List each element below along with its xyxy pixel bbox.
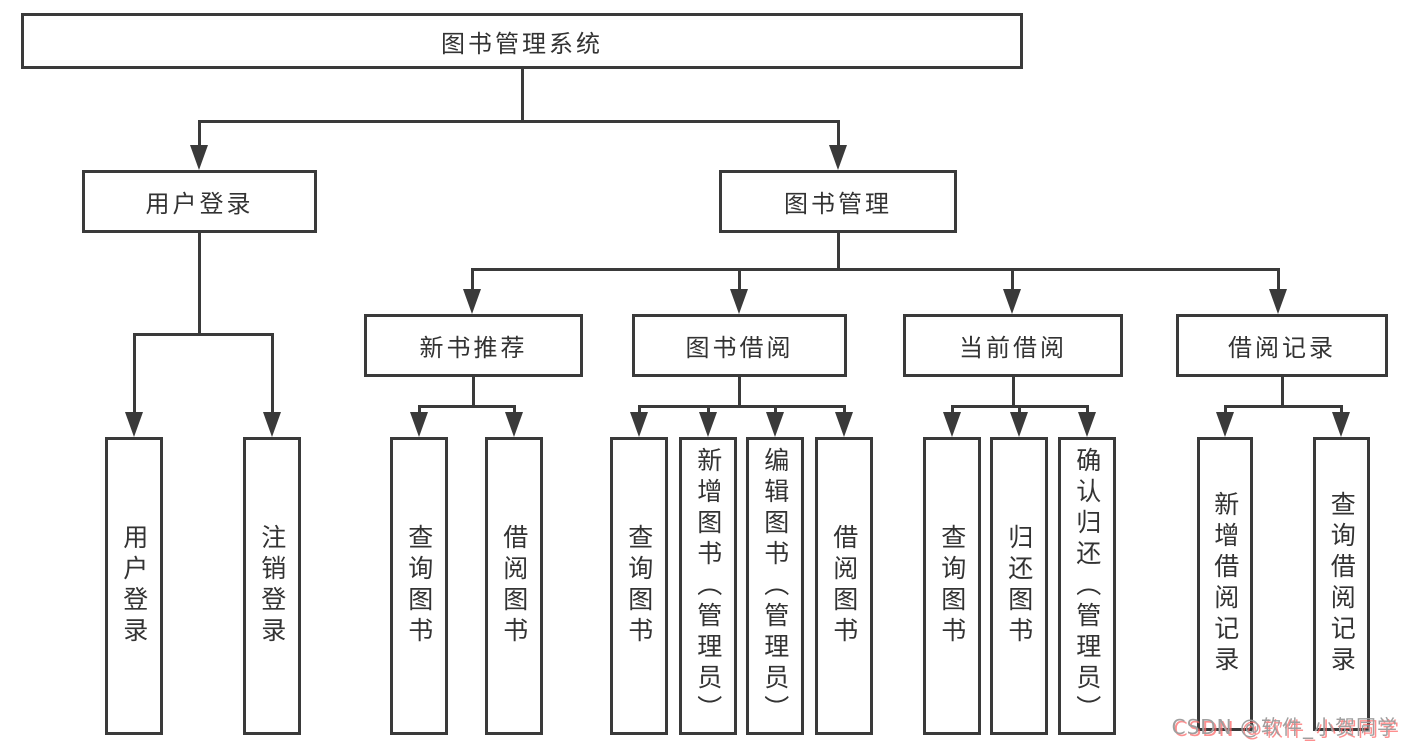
- leaf-add-borrow-record-label: 新增借阅记录: [1210, 491, 1240, 677]
- leaf-edit-books-admin: 编辑图书（管理员）: [746, 437, 804, 735]
- leaf-return-books: 归还图书: [990, 437, 1048, 735]
- csdn-watermark: CSDN @软件_小贺同学: [1171, 715, 1398, 739]
- arrowhead-user-login: [190, 145, 208, 170]
- leaf-query-books-current: 查询图书: [923, 437, 981, 735]
- connector-to-borrowing-records: [1277, 268, 1280, 292]
- connector-to-leaf-user-login: [133, 333, 136, 415]
- arrowhead-leaf-user-login: [125, 412, 143, 437]
- connector-to-leaf: [707, 405, 710, 415]
- connector-to-leaf: [843, 405, 846, 415]
- connector-to-leaf: [774, 405, 777, 415]
- node-book-management-label: 图书管理: [784, 190, 892, 218]
- leaf-confirm-return-admin: 确认归还（管理员）: [1058, 437, 1116, 735]
- node-new-book-recommend: 新书推荐: [364, 314, 583, 377]
- leaf-borrow-books: 借阅图书: [815, 437, 873, 735]
- connector-to-leaf: [1086, 405, 1089, 415]
- leaf-edit-books-admin-label: 编辑图书（管理员）: [760, 446, 790, 726]
- arrowhead-leaf-query-borrow-record: [1332, 412, 1350, 437]
- connector-book-borrowing-stem: [738, 377, 741, 408]
- leaf-user-login-label: 用户登录: [119, 524, 149, 648]
- node-current-borrowing: 当前借阅: [903, 314, 1123, 377]
- node-borrowing-records-label: 借阅记录: [1228, 334, 1336, 362]
- node-book-management: 图书管理: [719, 170, 957, 233]
- connector-book-management-stem: [837, 233, 840, 271]
- leaf-query-books-recommend: 查询图书: [390, 437, 448, 735]
- arrowhead-leaf-borrow-books: [835, 412, 853, 437]
- leaf-query-borrow-record: 查询借阅记录: [1313, 437, 1370, 731]
- leaf-query-books-current-label: 查询图书: [937, 524, 967, 648]
- leaf-logout: 注销登录: [243, 437, 301, 735]
- connector-to-leaf: [1340, 405, 1343, 415]
- arrowhead-leaf-borrow-books-recommend: [505, 412, 523, 437]
- node-book-borrowing-label: 图书借阅: [685, 334, 794, 362]
- leaf-confirm-return-admin-label: 确认归还（管理员）: [1072, 446, 1102, 726]
- leaf-user-login: 用户登录: [105, 437, 163, 735]
- connector-book-borrowing-branch: [638, 405, 845, 408]
- arrowhead-leaf-query-books-borrowing: [630, 412, 648, 437]
- arrowhead-book-management: [829, 145, 847, 170]
- node-new-book-recommend-label: 新书推荐: [419, 334, 528, 362]
- connector-to-current-borrowing: [1011, 268, 1014, 292]
- arrowhead-borrowing-records: [1269, 289, 1287, 314]
- connector-to-leaf: [638, 405, 641, 415]
- connector-to-new-book-recommend: [471, 268, 474, 292]
- arrowhead-leaf-logout: [263, 412, 281, 437]
- connector-level2-branch: [471, 268, 1280, 271]
- connector-to-leaf-logout: [271, 333, 274, 415]
- connector-to-leaf: [418, 405, 421, 415]
- leaf-add-borrow-record: 新增借阅记录: [1197, 437, 1253, 731]
- leaf-borrow-books-label: 借阅图书: [829, 524, 859, 648]
- leaf-add-books-admin-label: 新增图书（管理员）: [693, 446, 723, 726]
- leaf-query-books-recommend-label: 查询图书: [404, 524, 434, 648]
- arrowhead-leaf-return-books: [1010, 412, 1028, 437]
- leaf-query-books-borrowing: 查询图书: [610, 437, 668, 735]
- connector-borrowing-records-branch: [1224, 405, 1343, 408]
- leaf-query-books-borrowing-label: 查询图书: [624, 524, 654, 648]
- node-user-login-label: 用户登录: [145, 190, 254, 218]
- leaf-add-books-admin: 新增图书（管理员）: [679, 437, 737, 735]
- connector-user-login-stem: [198, 233, 201, 336]
- arrowhead-leaf-add-borrow-record: [1216, 412, 1234, 437]
- leaf-query-borrow-record-label: 查询借阅记录: [1327, 491, 1357, 677]
- connector-to-leaf: [513, 405, 516, 415]
- arrowhead-book-borrowing: [730, 289, 748, 314]
- node-borrowing-records: 借阅记录: [1176, 314, 1388, 377]
- arrowhead-leaf-edit-books-admin: [766, 412, 784, 437]
- connector-current-borrowing-stem: [1012, 377, 1015, 408]
- connector-level1-branch: [198, 120, 840, 123]
- arrowhead-leaf-add-books-admin: [699, 412, 717, 437]
- connector-borrowing-records-stem: [1281, 377, 1284, 408]
- arrowhead-leaf-query-books-recommend: [410, 412, 428, 437]
- node-book-borrowing: 图书借阅: [632, 314, 847, 377]
- arrowhead-leaf-confirm-return: [1078, 412, 1096, 437]
- connector-to-leaf: [1018, 405, 1021, 415]
- node-current-borrowing-label: 当前借阅: [959, 334, 1067, 362]
- connector-to-book-management: [837, 120, 840, 148]
- connector-user-login-branch: [133, 333, 274, 336]
- connector-to-book-borrowing: [738, 268, 741, 292]
- node-user-login: 用户登录: [82, 170, 317, 233]
- connector-to-user-login: [198, 120, 201, 148]
- connector-root-trunk: [521, 68, 524, 123]
- leaf-borrow-books-recommend: 借阅图书: [485, 437, 543, 735]
- leaf-return-books-label: 归还图书: [1004, 524, 1034, 648]
- arrowhead-new-book-recommend: [463, 289, 481, 314]
- node-library-system-label: 图书管理系统: [441, 29, 603, 58]
- connector-new-book-recommend-branch: [418, 405, 516, 408]
- arrowhead-current-borrowing: [1003, 289, 1021, 314]
- connector-to-leaf: [1224, 405, 1227, 415]
- node-library-system: 图书管理系统: [21, 13, 1023, 69]
- connector-new-book-recommend-stem: [472, 377, 475, 408]
- connector-to-leaf: [951, 405, 954, 415]
- arrowhead-leaf-query-books-current: [943, 412, 961, 437]
- leaf-logout-label: 注销登录: [257, 524, 287, 648]
- leaf-borrow-books-recommend-label: 借阅图书: [499, 524, 529, 648]
